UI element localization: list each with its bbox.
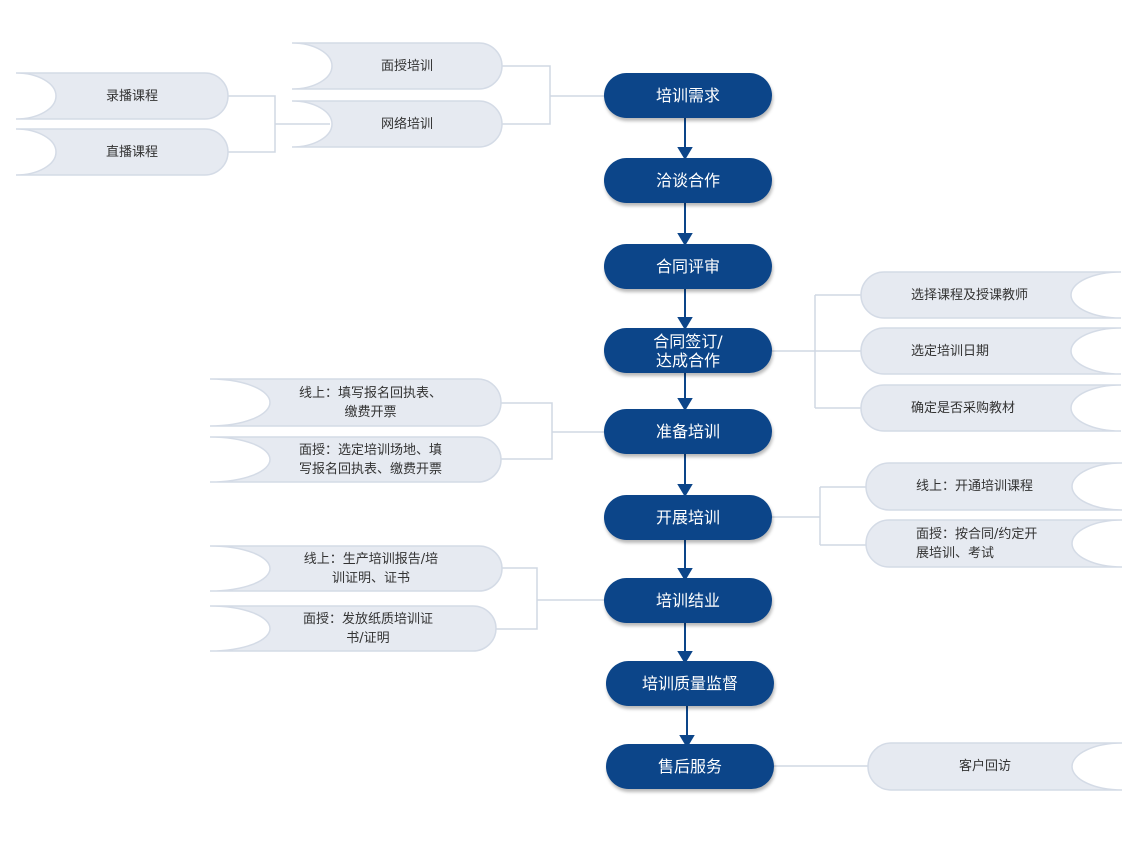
step-training-demand[interactable]: 培训需求 xyxy=(604,73,772,118)
connector-online-types xyxy=(228,95,330,153)
note-label: 网络培训 xyxy=(380,116,433,132)
stored-data-shape xyxy=(209,545,503,592)
note-graduate-offline[interactable]: 面授：发放纸质培训证 书/证明 xyxy=(209,605,497,652)
stored-data-shape xyxy=(867,742,1123,791)
note-conduct-online[interactable]: 线上：开通培训课程 xyxy=(865,462,1123,511)
note-graduate-online[interactable]: 线上：生产培训报告/培 训证明、证书 xyxy=(209,545,503,592)
step-label: 合同评审 xyxy=(655,257,720,276)
step-negotiation[interactable]: 洽谈合作 xyxy=(604,158,772,203)
step-after-sales[interactable]: 售后服务 xyxy=(606,744,774,789)
connector-prepare xyxy=(500,402,606,460)
note-label: 确定是否采购教材 xyxy=(911,400,1016,416)
stored-data-shape xyxy=(291,100,503,148)
arrow-4 xyxy=(677,372,693,411)
arrow-3 xyxy=(677,289,693,330)
arrow-7 xyxy=(677,623,693,664)
stored-data-shape xyxy=(865,462,1123,511)
step-label: 培训结业 xyxy=(655,591,720,610)
note-label: 面授：发放纸质培训证 书/证明 xyxy=(302,611,433,646)
step-quality-supervision[interactable]: 培训质量监督 xyxy=(606,661,774,706)
connector-training-types xyxy=(502,65,606,125)
step-conduct-training[interactable]: 开展培训 xyxy=(604,495,772,540)
step-label: 培训质量监督 xyxy=(641,674,738,693)
note-label: 面授：按合同/约定开 展培训、考试 xyxy=(916,526,1038,561)
note-live-course[interactable]: 直播课程 xyxy=(15,128,229,176)
note-recorded-course[interactable]: 录播课程 xyxy=(15,72,229,120)
note-customer-followup[interactable]: 客户回访 xyxy=(867,742,1123,791)
note-select-date[interactable]: 选定培训日期 xyxy=(860,327,1122,375)
note-materials[interactable]: 确定是否采购教材 xyxy=(860,384,1122,432)
note-prepare-offline[interactable]: 面授：选定培训场地、填 写报名回执表、缴费开票 xyxy=(209,436,502,483)
connector-conduct xyxy=(772,486,866,546)
stored-data-shape xyxy=(209,436,502,483)
note-conduct-offline[interactable]: 面授：按合同/约定开 展培训、考试 xyxy=(865,519,1123,568)
stored-data-shape xyxy=(15,72,229,120)
note-prepare-online[interactable]: 线上：填写报名回执表、 缴费开票 xyxy=(209,378,502,427)
note-select-course-teacher[interactable]: 选择课程及授课教师 xyxy=(860,271,1122,319)
stored-data-shape xyxy=(291,42,503,90)
stored-data-shape xyxy=(209,378,502,427)
note-label: 线上：生产培训报告/培 训证明、证书 xyxy=(303,551,439,586)
note-label: 录播课程 xyxy=(105,88,158,104)
step-label: 准备培训 xyxy=(655,422,720,441)
stored-data-shape xyxy=(860,384,1122,432)
step-label: 开展培训 xyxy=(655,508,720,527)
connector-graduate xyxy=(496,567,606,630)
note-label: 直播课程 xyxy=(105,144,158,160)
step-contract-review[interactable]: 合同评审 xyxy=(604,244,772,289)
step-label: 洽谈合作 xyxy=(655,171,720,190)
note-label: 线上：填写报名回执表、 缴费开票 xyxy=(298,385,442,420)
note-label: 选择课程及授课教师 xyxy=(911,287,1029,303)
note-label: 面授：选定培训场地、填 写报名回执表、缴费开票 xyxy=(298,442,442,477)
stored-data-shape xyxy=(209,605,497,652)
arrow-1 xyxy=(677,117,693,160)
arrow-5 xyxy=(677,454,693,497)
note-label: 选定培训日期 xyxy=(911,343,990,359)
step-prepare-training[interactable]: 准备培训 xyxy=(604,409,772,454)
arrow-6 xyxy=(677,540,693,581)
connector-signing xyxy=(772,294,862,409)
stored-data-shape xyxy=(865,519,1123,568)
step-label: 培训需求 xyxy=(655,86,720,105)
step-contract-signing[interactable]: 合同签订/ 达成合作 xyxy=(604,328,772,373)
note-label: 线上：开通培训课程 xyxy=(916,479,1034,494)
note-online-training[interactable]: 网络培训 xyxy=(291,100,503,148)
note-label: 客户回访 xyxy=(958,759,1011,774)
step-label: 售后服务 xyxy=(657,757,722,776)
step-label: 合同签订/ 达成合作 xyxy=(653,331,723,370)
step-training-completion[interactable]: 培训结业 xyxy=(604,578,772,623)
arrow-2 xyxy=(677,203,693,246)
note-face-to-face-training[interactable]: 面授培训 xyxy=(291,42,503,90)
stored-data-shape xyxy=(860,327,1122,375)
stored-data-shape xyxy=(15,128,229,176)
note-label: 面授培训 xyxy=(380,58,433,74)
arrow-8 xyxy=(679,706,695,748)
stored-data-shape xyxy=(860,271,1122,319)
